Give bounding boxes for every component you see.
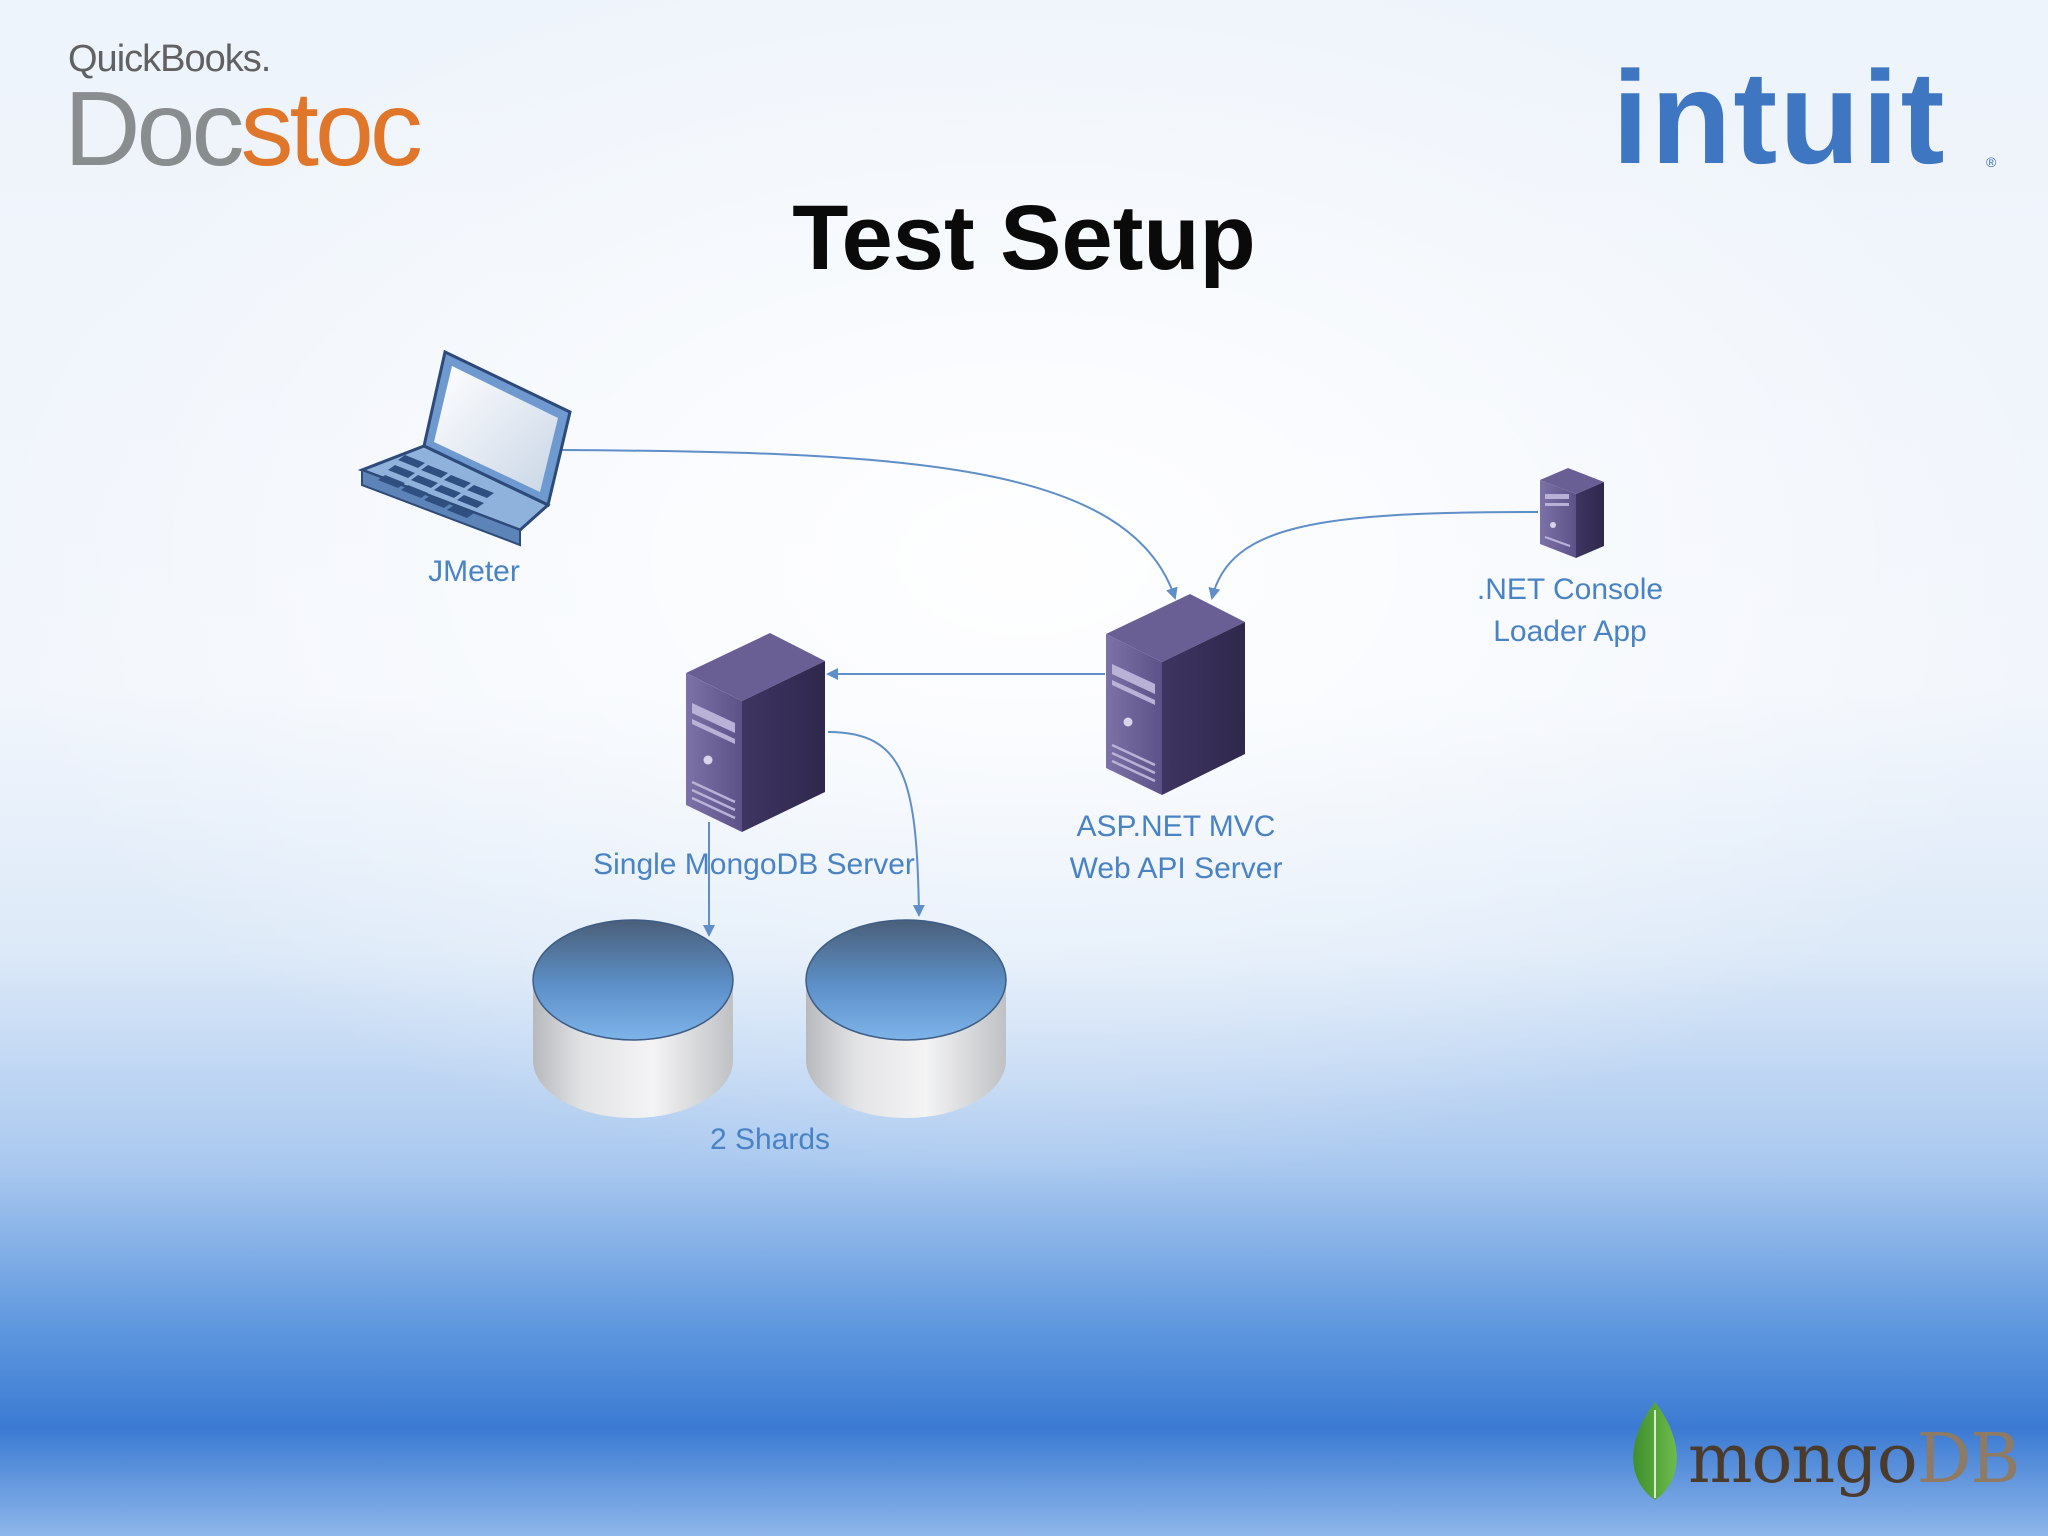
mongo-server-label: Single MongoDB Server	[593, 848, 915, 881]
mongodb-leaf-icon	[1633, 1402, 1677, 1500]
shard-1-cylinder-icon	[532, 919, 734, 1118]
docstoc-logo-stoc: stoc	[240, 70, 423, 188]
console-server-icon	[1540, 468, 1604, 558]
edge-console-to-api	[1208, 511, 1539, 600]
laptop-icon	[357, 349, 572, 547]
mongodb-logo-db: DB	[1916, 1420, 2020, 1499]
edge-jmeter-to-api	[559, 449, 1178, 600]
slide-title: Test Setup	[792, 187, 1256, 289]
quickbooks-logo-text: QuickBooks.	[68, 38, 271, 80]
intuit-registered-mark: ®	[1986, 154, 1997, 170]
docstoc-logo-doc: Doc	[64, 70, 245, 188]
mongo-server-icon	[686, 633, 825, 832]
shard-2-cylinder-icon	[805, 919, 1007, 1118]
console-app-label: .NET Console Loader App	[1476, 573, 1664, 648]
shards-label: 2 Shards	[709, 1123, 831, 1156]
jmeter-label: JMeter	[428, 555, 520, 588]
api-server-icon	[1106, 594, 1245, 795]
mongodb-logo: mongoDB	[1688, 1420, 2020, 1499]
api-server-label: ASP.NET MVC Web API Server	[1069, 810, 1283, 885]
edge-mongo-to-shard-2	[827, 731, 925, 917]
intuit-logo: intuit	[1612, 44, 1947, 191]
mongodb-logo-text: mongo	[1688, 1420, 1918, 1499]
docstoc-logo: Docstoc	[64, 76, 423, 182]
